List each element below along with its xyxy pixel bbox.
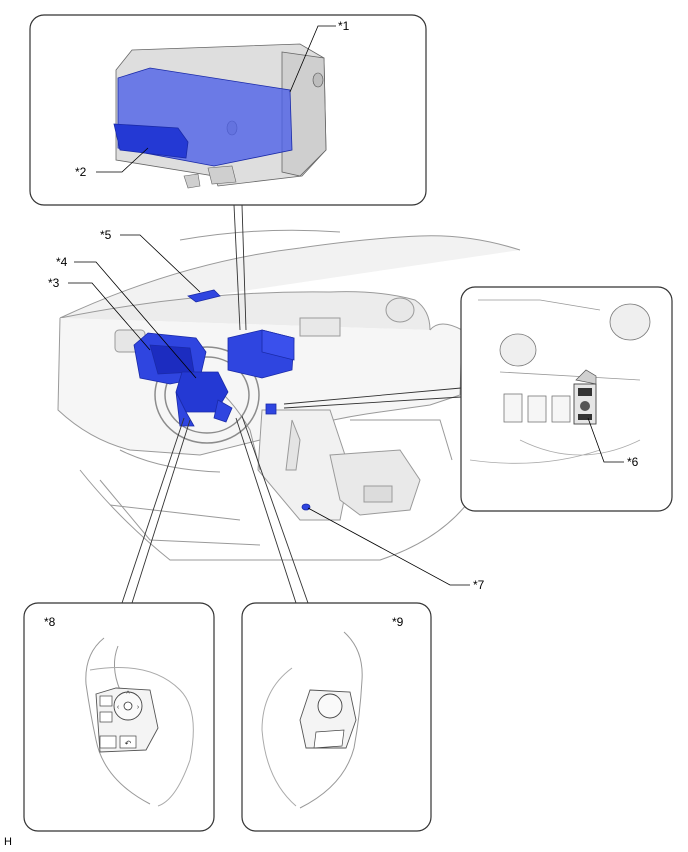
svg-text:^: ^ [126,691,130,698]
svg-text:›: › [137,704,140,711]
callout-8: *8 [44,615,56,629]
detail-panel-right-switch [241,602,432,832]
panel-connector-left [121,417,191,604]
steering-wheel [154,346,260,444]
leader-lines [68,234,470,586]
dashboard-illustration [57,229,521,561]
leader-3 [68,282,151,351]
callout-7: *7 [473,578,485,592]
panel-connector-right [283,387,462,409]
callout-5: *5 [100,228,112,242]
usb-port-in-dash [265,403,277,415]
detail-panel-left-switch: ^ ‹ › ↶ [23,602,215,832]
console-component [301,503,311,511]
leader-7 [307,507,470,586]
svg-text:↶: ↶ [125,739,132,748]
leader-5 [120,234,201,293]
top-sensor [187,289,221,303]
callout-6: *6 [627,455,639,469]
detail-panel-usb [460,286,673,512]
leader-4 [74,261,197,379]
svg-text:‹: ‹ [117,704,120,711]
panel-connector-right-switch [235,415,309,604]
callout-2: *2 [75,165,87,179]
figure-code: H [4,836,12,848]
callout-3: *3 [48,276,60,290]
callout-9: *9 [392,615,404,629]
callout-4: *4 [56,255,68,269]
panel-connector-top [233,204,247,331]
detail-panel-audio [29,14,427,206]
highlighted-components [133,289,311,511]
blue-bracket [113,123,189,159]
callout-1: *1 [338,19,350,33]
